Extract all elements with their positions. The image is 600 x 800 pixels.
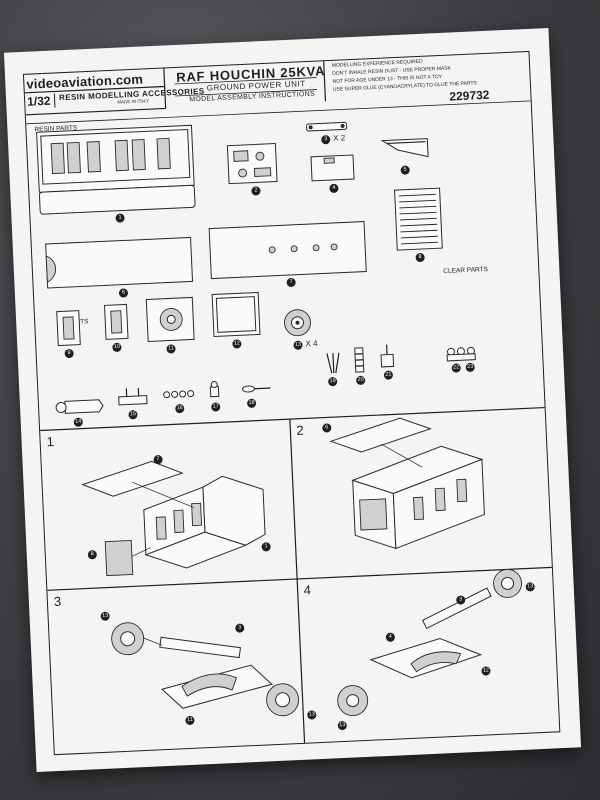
part-13-quantity: X 4 — [305, 338, 318, 349]
part-14-exhaust — [55, 399, 104, 414]
part-13-wheel — [284, 309, 311, 337]
part-18-cable — [241, 385, 271, 393]
part-12-box — [211, 291, 261, 338]
part-11-end-panel — [145, 296, 195, 343]
instruction-sheet: videoaviation.com 1/32 RESIN MODELLING A… — [3, 28, 582, 772]
part-4-bracket — [310, 154, 355, 182]
part-1-front-panel — [36, 124, 196, 215]
drawing-layer — [24, 61, 552, 743]
clear-parts-lamps — [446, 346, 476, 362]
part-9-side-panel — [56, 310, 81, 347]
part-3-quantity: X 2 — [332, 133, 346, 143]
step-1-illustration — [81, 460, 266, 577]
step-3-illustration — [111, 622, 300, 717]
part-17-valve — [209, 381, 220, 398]
part-7-base-plate — [208, 221, 367, 280]
sheet-frame: videoaviation.com 1/32 RESIN MODELLING A… — [22, 50, 561, 756]
part-2-control-panel — [226, 142, 278, 185]
step-number: 1 — [46, 433, 55, 450]
part-5-towbar — [380, 138, 429, 158]
part-16-connectors — [163, 390, 195, 399]
step-4-illustration — [337, 568, 522, 717]
part-10-side-panel — [103, 303, 129, 340]
part-6-top-plate — [45, 236, 194, 289]
step-number: 4 — [303, 582, 312, 598]
part-21-handle — [380, 344, 395, 368]
part-3-bar — [306, 121, 348, 132]
part-15-fitting — [118, 387, 148, 406]
part-19-struts — [326, 352, 340, 374]
step-number: 3 — [53, 593, 62, 610]
part-20-spring — [354, 347, 365, 373]
part-8-grille — [394, 187, 443, 251]
step-number: 2 — [296, 422, 304, 438]
step-2-illustration — [329, 417, 485, 550]
